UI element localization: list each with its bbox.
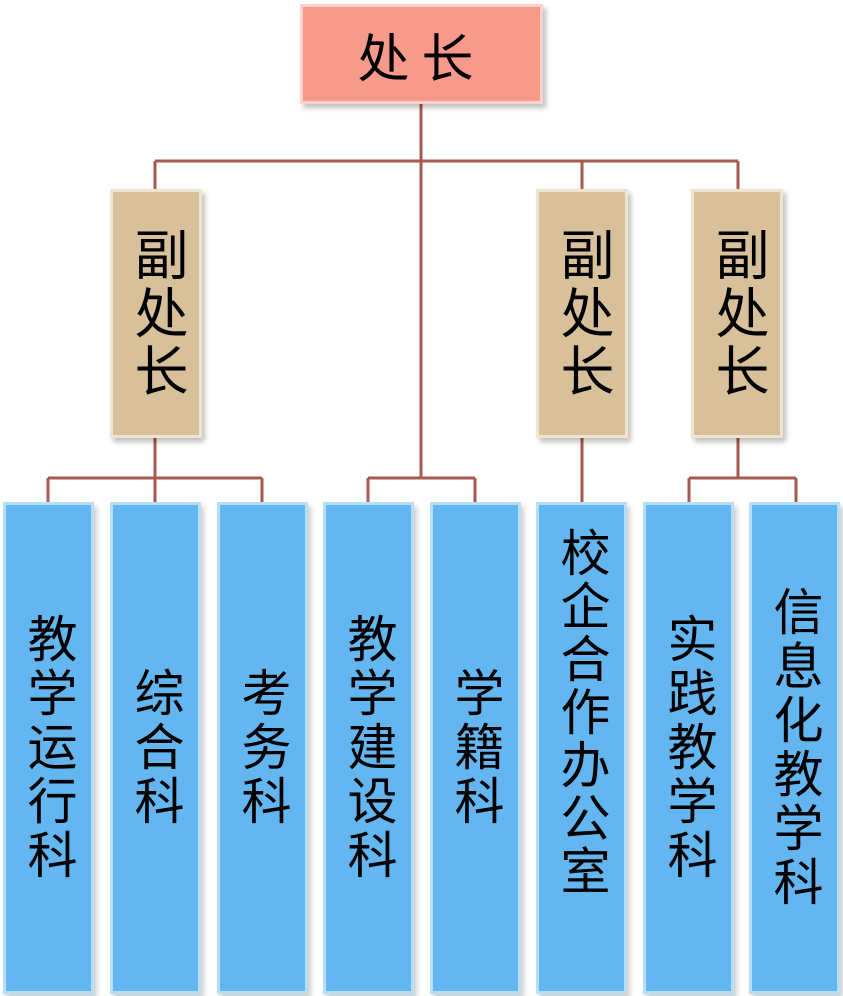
section-node-5: 学籍科 xyxy=(430,502,521,994)
section-label: 实践教学科 xyxy=(659,613,718,883)
deputy-label: 副处长 xyxy=(706,226,769,401)
section-node-6: 校企合作办公室 xyxy=(536,502,627,994)
section-label: 信息化教学科 xyxy=(765,586,824,910)
head-node: 处长 xyxy=(300,4,543,104)
section-label: 考务科 xyxy=(233,667,292,829)
section-node-3: 考务科 xyxy=(217,502,308,994)
section-label: 学籍科 xyxy=(446,667,505,829)
deputy-node-2: 副处长 xyxy=(536,189,628,438)
section-label: 校企合作办公室 xyxy=(552,527,611,898)
deputy-label: 副处长 xyxy=(125,226,188,401)
deputy-node-1: 副处长 xyxy=(110,189,202,438)
section-node-4: 教学建设科 xyxy=(323,502,414,994)
section-label: 综合科 xyxy=(126,667,185,829)
deputy-label: 副处长 xyxy=(551,226,614,401)
head-label: 处长 xyxy=(357,29,486,90)
section-node-2: 综合科 xyxy=(110,502,201,994)
deputy-node-3: 副处长 xyxy=(691,189,783,438)
section-node-8: 信息化教学科 xyxy=(749,502,840,994)
section-label: 教学运行科 xyxy=(19,613,78,883)
section-node-7: 实践教学科 xyxy=(643,502,734,994)
section-node-1: 教学运行科 xyxy=(3,502,94,994)
section-label: 教学建设科 xyxy=(339,613,398,883)
